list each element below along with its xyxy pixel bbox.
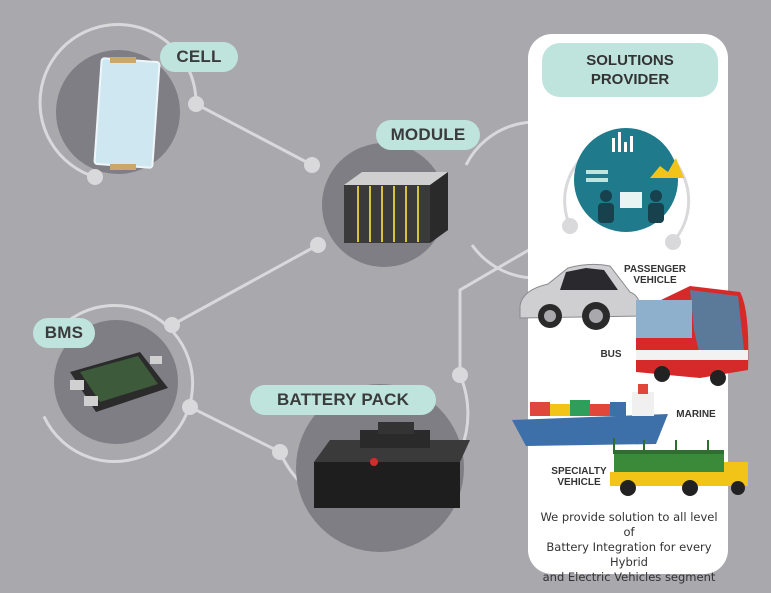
bms-board (80, 356, 158, 402)
footer-line1: We provide solution to all level of (540, 510, 718, 539)
battery-pack-box (360, 430, 430, 448)
provider-node (562, 128, 691, 250)
module-bands (357, 186, 419, 242)
provider-ring-dot (665, 234, 681, 250)
battery-pack-connector-dot (272, 444, 288, 460)
battery-pack-top (314, 440, 470, 462)
passenger-vehicle-label-line1: PASSENGER (623, 264, 687, 275)
battery-pack-indicator (370, 458, 378, 466)
specialty-vehicle-label-line1: SPECIALTY (551, 466, 607, 477)
battery-pack-node (272, 367, 470, 552)
bms-ring (42, 304, 195, 464)
solutions-provider-title-line1: SOLUTIONS (586, 52, 674, 69)
cell-image (93, 57, 161, 169)
provider-chart-icon (586, 132, 684, 182)
cell-ring-dot (87, 169, 103, 185)
cell-tab-bottom (110, 164, 136, 170)
provider-people-icon (598, 190, 664, 223)
cell-node (38, 22, 204, 185)
connector-bms-pack (189, 405, 281, 454)
passenger-vehicle-label: PASSENGER VEHICLE (618, 264, 692, 286)
bms-node (42, 304, 198, 464)
specialty-vehicle-label-line2: VEHICLE (557, 477, 601, 488)
bus-label: BUS (600, 349, 622, 360)
solutions-provider-title: SOLUTIONS PROVIDER (542, 43, 718, 97)
cell-label: CELL (160, 42, 238, 72)
bms-connector-dot-top (164, 317, 180, 333)
cell-tab (110, 57, 136, 63)
module-connector-dot-top (304, 157, 320, 173)
solutions-footer-text: We provide solution to all level of Batt… (536, 510, 722, 585)
footer-line3: and Electric Vehicles segment (542, 570, 716, 584)
bus-image (636, 286, 749, 386)
bms-connector-dot-bottom (182, 399, 198, 415)
specialty-vehicle-label: SPECIALTY VEHICLE (544, 466, 614, 488)
module-node (304, 120, 616, 280)
battery-pack-label: BATTERY PACK (250, 385, 436, 415)
bms-connectors (70, 356, 162, 406)
battery-pack-ring-dot (452, 367, 468, 383)
footer-line2: Battery Integration for every Hybrid (546, 540, 712, 569)
cell-connector-dot (188, 96, 204, 112)
connector-cell-module (195, 102, 313, 167)
module-side (430, 172, 448, 243)
module-top (344, 172, 448, 185)
passenger-vehicle-label-line2: VEHICLE (633, 275, 677, 286)
specialty-vehicle-image (610, 438, 748, 496)
passenger-car-image (519, 263, 641, 330)
bms-label: BMS (33, 318, 95, 348)
marine-label: MARINE (676, 409, 716, 420)
solutions-provider-title-line2: PROVIDER (590, 71, 670, 88)
ship-image (512, 384, 668, 446)
provider-connector-dot (562, 218, 578, 234)
module-label: MODULE (376, 120, 480, 150)
module-connector-dot-bottom (310, 237, 326, 253)
battery-pack-box-top (378, 422, 414, 434)
connector-module-bms (171, 243, 319, 327)
battery-pack-image (314, 462, 460, 508)
